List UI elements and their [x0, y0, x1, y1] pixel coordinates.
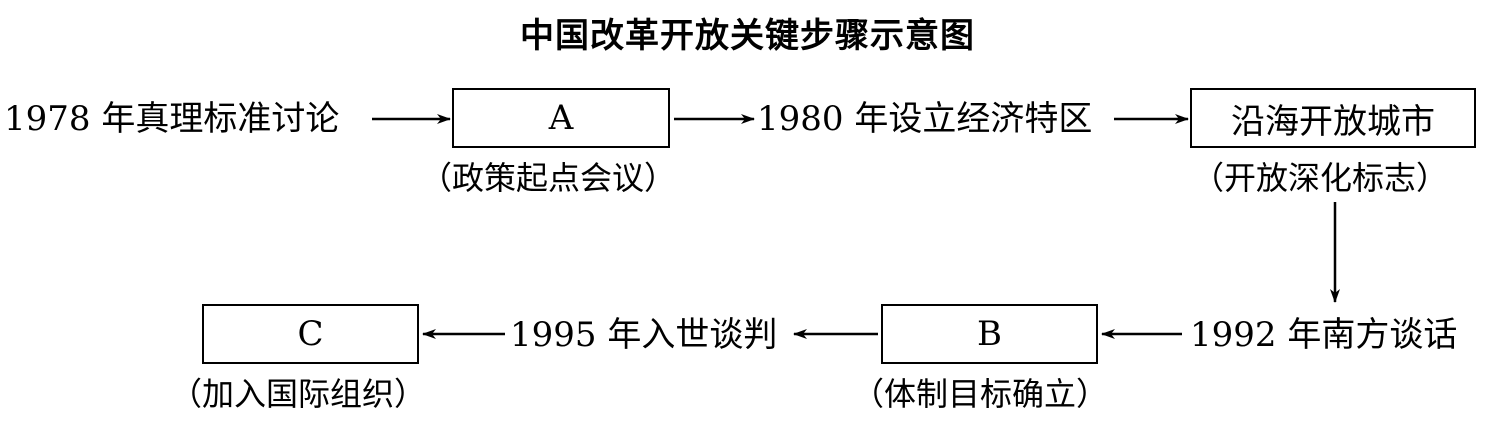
box-c-label: C — [297, 314, 324, 354]
note-c: （加入国际组织） — [170, 375, 427, 413]
step-1995-wto-talks: 1995 年入世谈判 — [510, 315, 778, 355]
step-1978-truth-debate: 1978 年真理标准讨论 — [4, 99, 340, 139]
box-coastal-cities: 沿海开放城市 — [1190, 88, 1476, 148]
step-1980-sez: 1980 年设立经济特区 — [757, 99, 1093, 139]
step-1992-southern-tour: 1992 年南方谈话 — [1190, 315, 1458, 355]
box-a-label: A — [548, 98, 574, 138]
box-coastal-cities-label: 沿海开放城市 — [1231, 101, 1435, 142]
box-b: B — [881, 304, 1098, 364]
note-a: （政策起点会议） — [420, 159, 677, 197]
note-coastal: （开放深化标志） — [1192, 159, 1449, 197]
diagram-title: 中国改革开放关键步骤示意图 — [520, 16, 975, 56]
box-c: C — [202, 304, 419, 364]
box-b-label: B — [977, 314, 1002, 354]
box-a: A — [452, 88, 670, 148]
note-b: （体制目标确立） — [852, 375, 1109, 413]
